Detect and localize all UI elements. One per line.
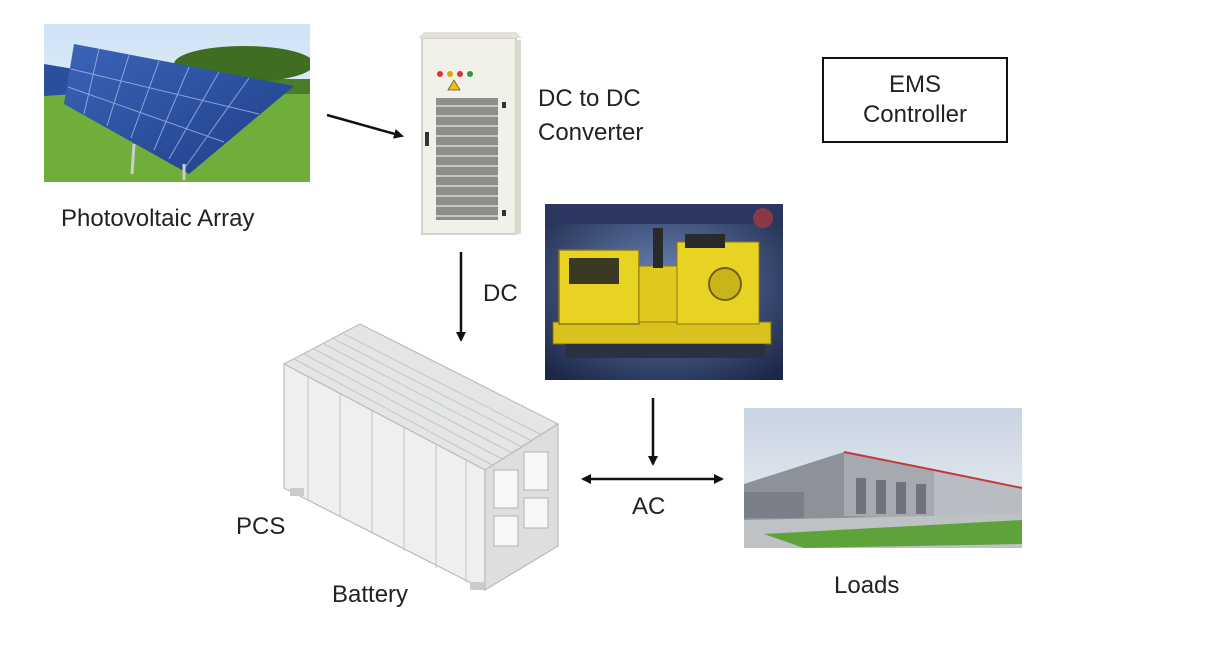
- arrow-pv-to-converter: [326, 113, 404, 139]
- dc-edge-label: DC: [483, 280, 518, 307]
- loads-label: Loads: [834, 572, 900, 599]
- ac-edge-label: AC: [632, 493, 666, 520]
- solar-panel-icon: [44, 24, 310, 182]
- diesel-generator-icon: [545, 204, 783, 380]
- pcs-label: PCS: [236, 513, 286, 540]
- converter-cabinet-icon: [418, 32, 522, 240]
- dc-dc-converter-label-line1: DC to DC: [538, 85, 641, 112]
- battery-container-icon: [280, 320, 565, 592]
- pv-array-label: Photovoltaic Array: [61, 205, 255, 232]
- ems-label-line2: Controller: [862, 101, 968, 128]
- factory-building-icon: [744, 408, 1022, 548]
- ems-controller-box: EMS Controller: [822, 57, 1008, 143]
- battery-label: Battery: [332, 581, 409, 608]
- dc-dc-converter-label-line2: Converter: [538, 119, 644, 146]
- ems-label-line1: EMS: [888, 71, 941, 98]
